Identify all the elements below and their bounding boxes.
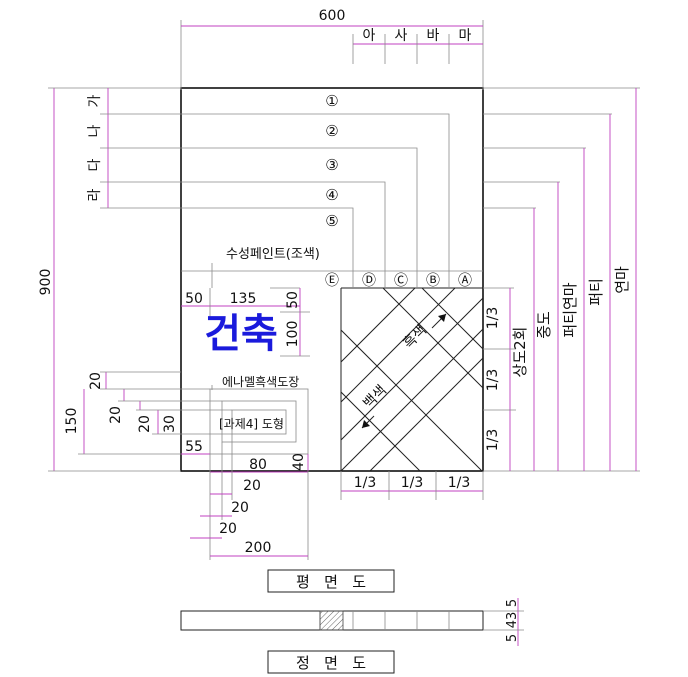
svg-text:1/3: 1/3 (354, 475, 377, 491)
dim-600-text: 600 (319, 8, 346, 24)
svg-text:Ⓑ: Ⓑ (426, 273, 440, 289)
svg-text:바: 바 (427, 28, 440, 44)
svg-text:②: ② (325, 122, 338, 140)
svg-text:20: 20 (243, 478, 261, 494)
left-letters: 가 나 다 라 (87, 94, 103, 201)
svg-text:150: 150 (64, 408, 80, 435)
plan-title-box (267, 569, 395, 593)
svg-text:30: 30 (162, 415, 178, 433)
svg-text:마: 마 (459, 28, 472, 44)
svg-text:20: 20 (137, 415, 153, 433)
svg-text:80: 80 (249, 457, 267, 473)
svg-text:사: 사 (395, 28, 408, 44)
svg-text:연마: 연마 (613, 266, 631, 294)
svg-text:200: 200 (245, 540, 272, 556)
svg-text:20: 20 (108, 406, 124, 424)
svg-text:1/3: 1/3 (485, 429, 501, 452)
svg-text:50: 50 (185, 291, 203, 307)
svg-text:라: 라 (87, 188, 103, 201)
svg-text:퍼티: 퍼티 (587, 278, 605, 306)
assignment-label: [과제4] 도형 (219, 417, 284, 431)
black-label: 흑색 (400, 322, 430, 352)
svg-text:③: ③ (325, 156, 338, 174)
svg-text:상도2회: 상도2회 (511, 327, 529, 378)
svg-text:40: 40 (291, 453, 307, 471)
svg-text:⑤: ⑤ (325, 212, 338, 230)
elevation-hatch (319, 610, 344, 631)
right-layer-labels: 상도2회 중도 퍼티연마 퍼티 연마 (511, 266, 631, 377)
layer-step-lines (150, 87, 640, 472)
svg-text:Ⓓ: Ⓓ (362, 273, 376, 289)
svg-text:135: 135 (230, 291, 257, 307)
svg-text:Ⓐ: Ⓐ (458, 273, 472, 289)
svg-text:1/3: 1/3 (485, 307, 501, 330)
enamel-box-outer (209, 388, 309, 455)
diagonal-hatch (341, 288, 483, 471)
svg-text:43: 43 (505, 612, 520, 629)
logo-text: 건축 (204, 311, 278, 357)
white-label: 백색 (360, 382, 390, 412)
enamel-label: 에나멜흑색도장 (222, 375, 299, 389)
circled-numbers: ① ② ③ ④ ⑤ (325, 92, 338, 230)
svg-text:5: 5 (505, 634, 520, 642)
svg-text:20: 20 (231, 500, 249, 516)
svg-text:50: 50 (285, 291, 301, 309)
svg-text:다: 다 (87, 158, 103, 171)
dim-900-text: 900 (38, 269, 54, 296)
svg-text:Ⓒ: Ⓒ (394, 273, 408, 289)
svg-text:퍼티연마: 퍼티연마 (561, 282, 579, 337)
plan-title: 평 면 도 (296, 573, 366, 591)
svg-text:Ⓔ: Ⓔ (325, 273, 339, 289)
enamel-box-middle (221, 400, 297, 443)
enamel-box-inner (231, 409, 287, 435)
svg-text:1/3: 1/3 (485, 369, 501, 392)
svg-text:아: 아 (363, 28, 376, 44)
top-letters: 아 사 바 마 (363, 28, 472, 44)
svg-text:①: ① (325, 92, 338, 110)
paint-label: 수성페인트(조색) (226, 247, 320, 262)
svg-text:55: 55 (185, 439, 203, 455)
elevation-title: 정 면 도 (296, 654, 366, 672)
svg-text:④: ④ (325, 186, 338, 204)
svg-text:20: 20 (88, 372, 104, 390)
svg-text:1/3: 1/3 (448, 475, 471, 491)
svg-text:20: 20 (219, 521, 237, 537)
svg-text:나: 나 (87, 124, 103, 137)
elevation-title-box (267, 650, 395, 674)
svg-text:가: 가 (87, 94, 103, 107)
circled-letters: Ⓔ Ⓓ Ⓒ Ⓑ Ⓐ (325, 273, 472, 289)
svg-text:5: 5 (505, 599, 520, 607)
svg-text:100: 100 (285, 321, 301, 348)
svg-text:1/3: 1/3 (401, 475, 424, 491)
board-outline (180, 87, 484, 472)
svg-text:중도: 중도 (535, 311, 553, 339)
